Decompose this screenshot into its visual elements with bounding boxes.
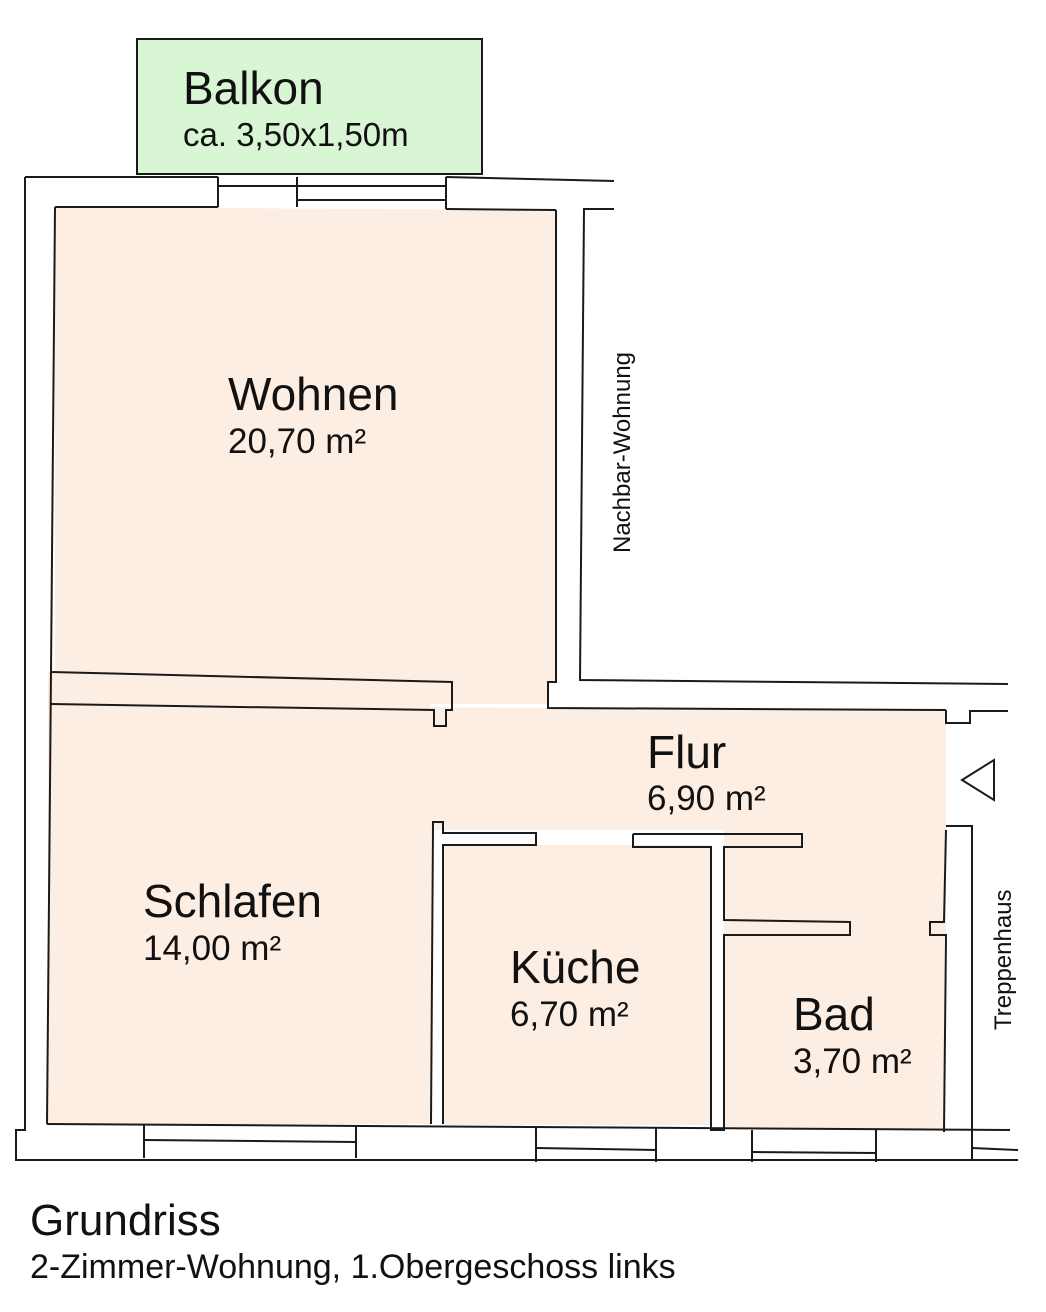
floor-kueche <box>443 845 711 1125</box>
treppenhaus-label: Treppenhaus <box>990 889 1017 1030</box>
balkon-size: ca. 3,50x1,50m <box>183 116 409 153</box>
window-bottom-8 <box>535 1147 657 1151</box>
window-bottom-7 <box>143 1139 357 1143</box>
bad-area: 3,70 m² <box>793 1042 912 1081</box>
wall-stair-top <box>945 710 1008 724</box>
outer-wall-top-2 <box>445 176 615 182</box>
floor-wohnen <box>55 207 556 682</box>
floor-bad <box>724 935 944 1129</box>
entrance-arrow-icon <box>960 758 995 802</box>
plan-subtitle: 2-Zimmer-Wohnung, 1.Obergeschoss links <box>30 1248 676 1286</box>
flur-name: Flur <box>647 726 726 778</box>
wall-bottom-inner <box>46 1123 1011 1131</box>
stair-line <box>971 1147 1019 1151</box>
wall-bad-right <box>929 829 948 1133</box>
window-bottom-9 <box>751 1151 877 1154</box>
plan-title: Grundriss <box>30 1196 221 1245</box>
wall-wohnen-bottom <box>50 671 453 727</box>
nachbar-label: Nachbar-Wohnung <box>609 352 636 553</box>
floor-schlafen <box>48 704 431 1124</box>
floor-corridor-gap <box>48 672 548 704</box>
bad-name: Bad <box>793 988 875 1040</box>
wall-kueche-left <box>430 821 537 1125</box>
wall-kueche-right <box>632 833 851 1131</box>
wohnen-area: 20,70 m² <box>228 422 366 461</box>
schlafen-area: 14,00 m² <box>143 929 281 968</box>
outer-wall-left <box>15 177 1018 1161</box>
room-floors <box>48 207 946 1129</box>
wall-wohnen-right <box>547 210 947 711</box>
kueche-area: 6,70 m² <box>510 995 629 1034</box>
balkon-name: Balkon <box>183 62 324 114</box>
walls <box>15 176 1019 1162</box>
balcony <box>136 38 483 175</box>
wohnen-name: Wohnen <box>228 368 399 420</box>
schlafen-name: Schlafen <box>143 875 322 927</box>
inner-wall-top-2 <box>445 208 557 211</box>
wall-neighbor <box>578 208 1009 685</box>
flur-area: 6,90 m² <box>647 779 766 818</box>
kueche-name: Küche <box>510 941 640 993</box>
wall-stair-side <box>946 825 973 1160</box>
